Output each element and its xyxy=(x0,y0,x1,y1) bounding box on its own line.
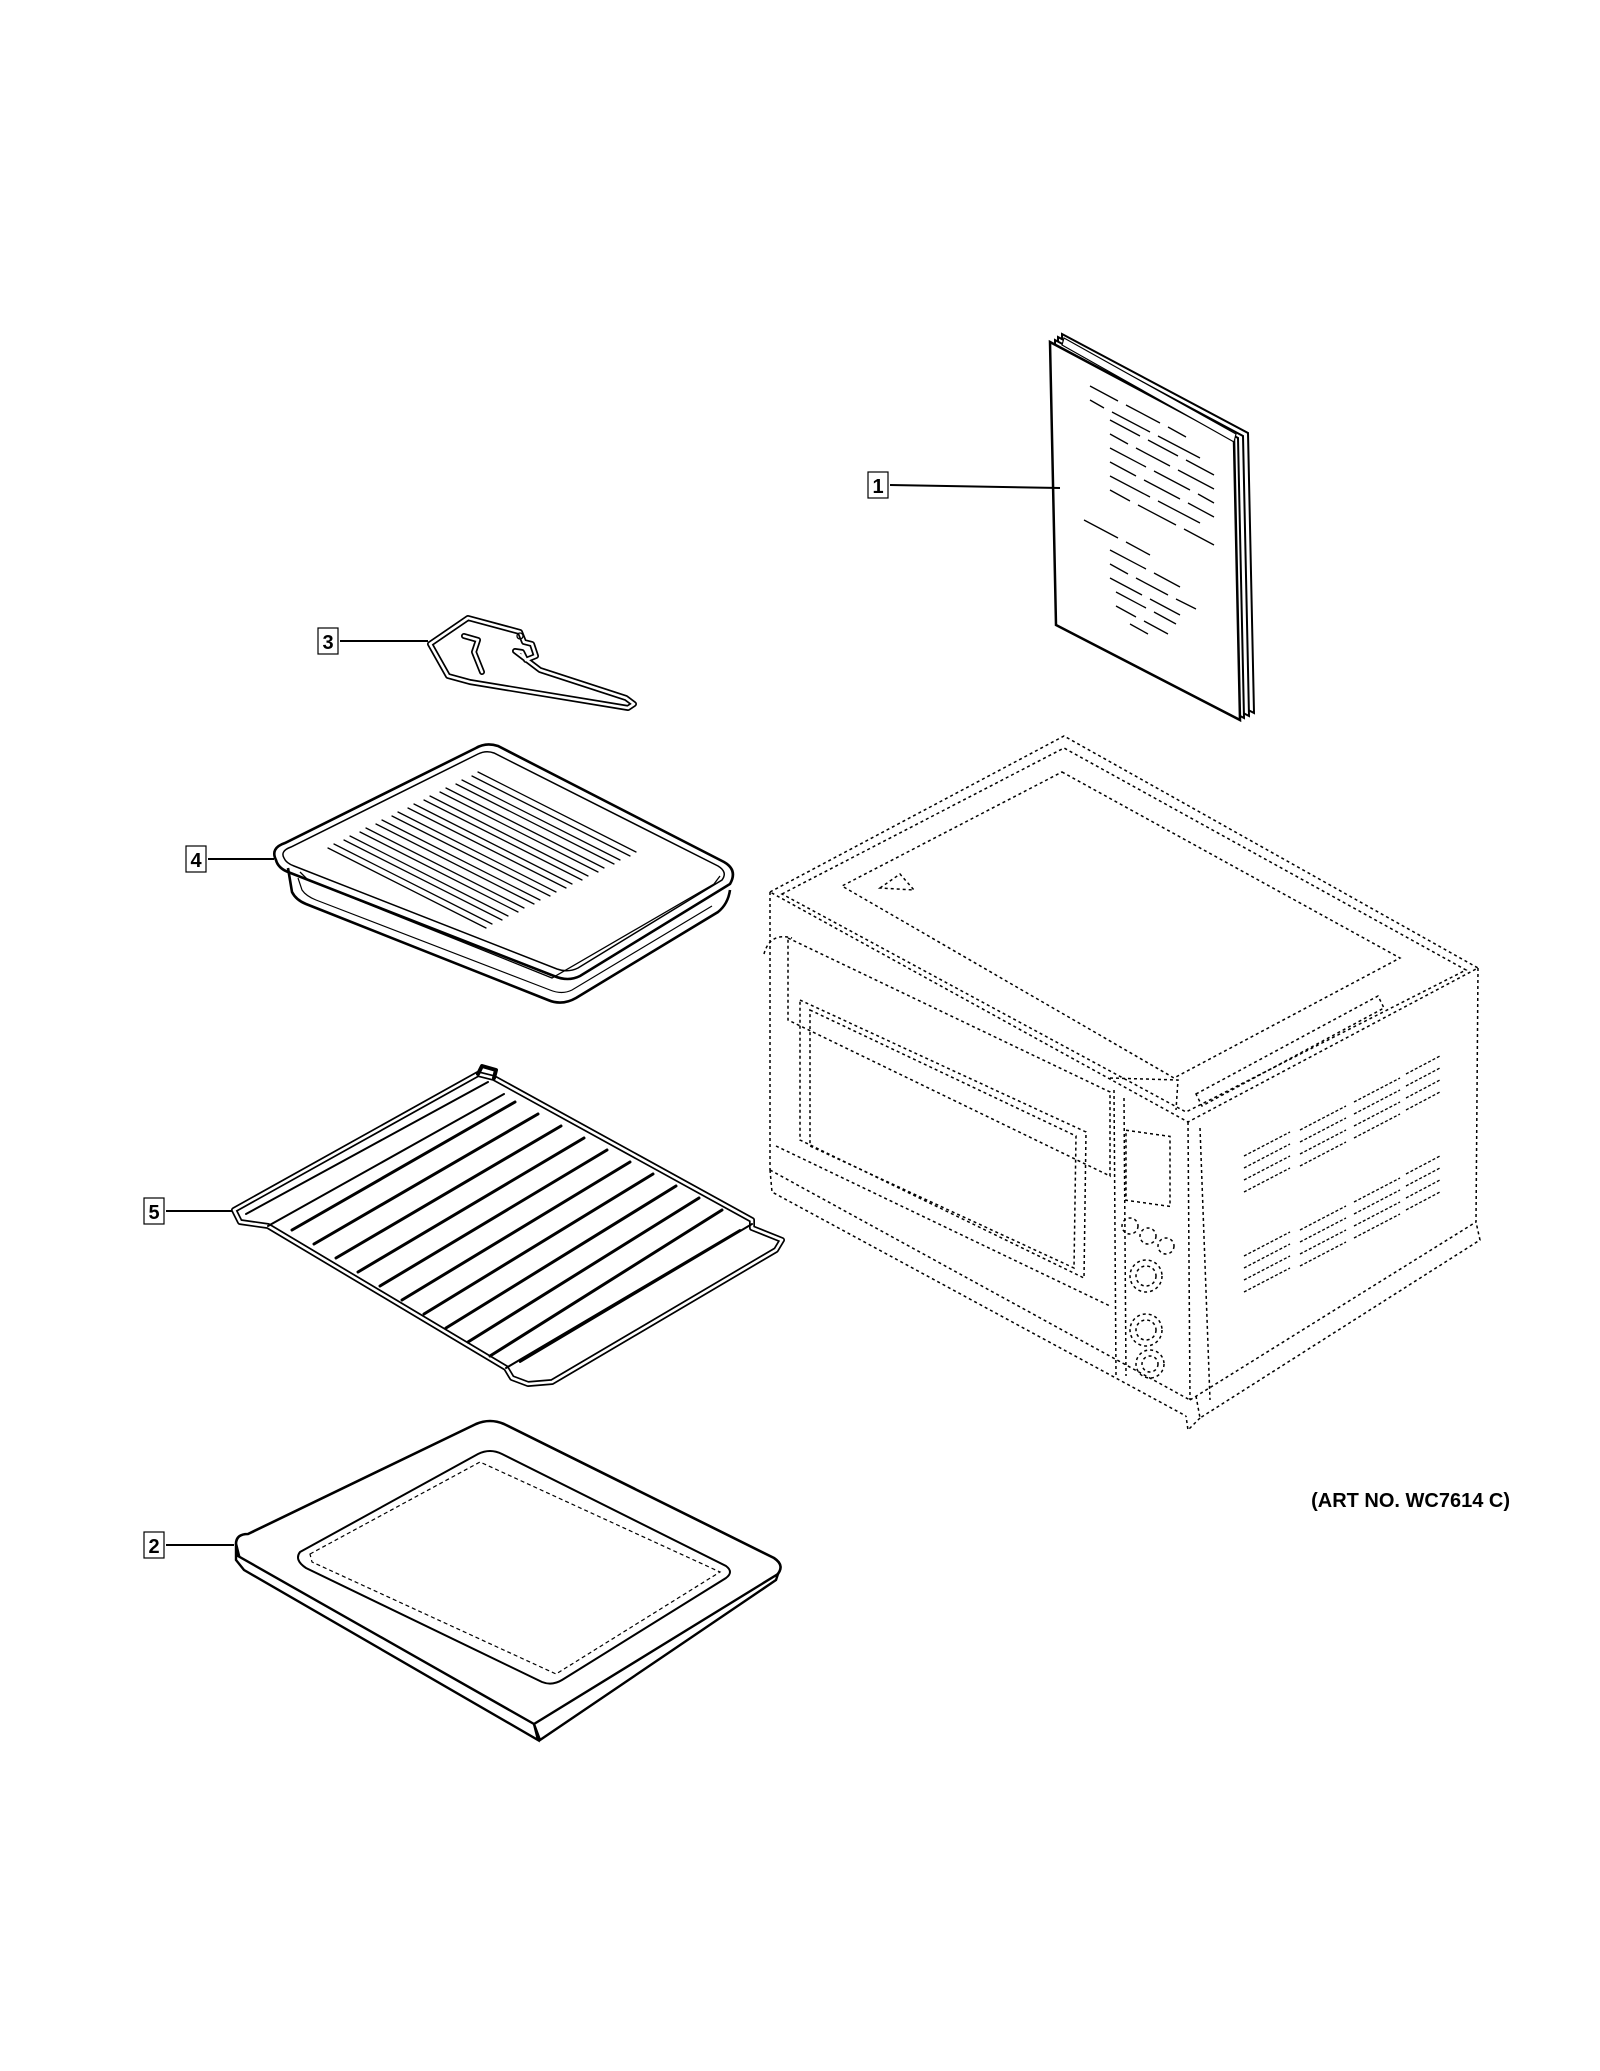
broil-pan[interactable] xyxy=(273,743,735,1004)
callout-2: 2 xyxy=(143,1531,234,1559)
callout-3: 3 xyxy=(317,627,428,655)
art-number-label: (ART NO. WC7614 C) xyxy=(1311,1490,1510,1512)
callout-5: 5 xyxy=(143,1197,232,1225)
owners-manual[interactable] xyxy=(1048,332,1256,723)
callout-number: 5 xyxy=(148,1202,159,1224)
countertop-oven xyxy=(763,735,1481,1432)
callout-number: 4 xyxy=(190,850,202,872)
rack-hook-tool[interactable] xyxy=(427,615,637,711)
callout-4: 4 xyxy=(185,845,274,873)
oven-vents xyxy=(1243,1055,1441,1293)
crumb-tray[interactable] xyxy=(234,1419,782,1743)
callout-number: 1 xyxy=(872,476,883,498)
wire-rack[interactable] xyxy=(231,1064,785,1387)
callout-number: 2 xyxy=(148,1536,159,1558)
callout-1: 1 xyxy=(867,471,1061,499)
callout-number: 3 xyxy=(322,632,333,654)
